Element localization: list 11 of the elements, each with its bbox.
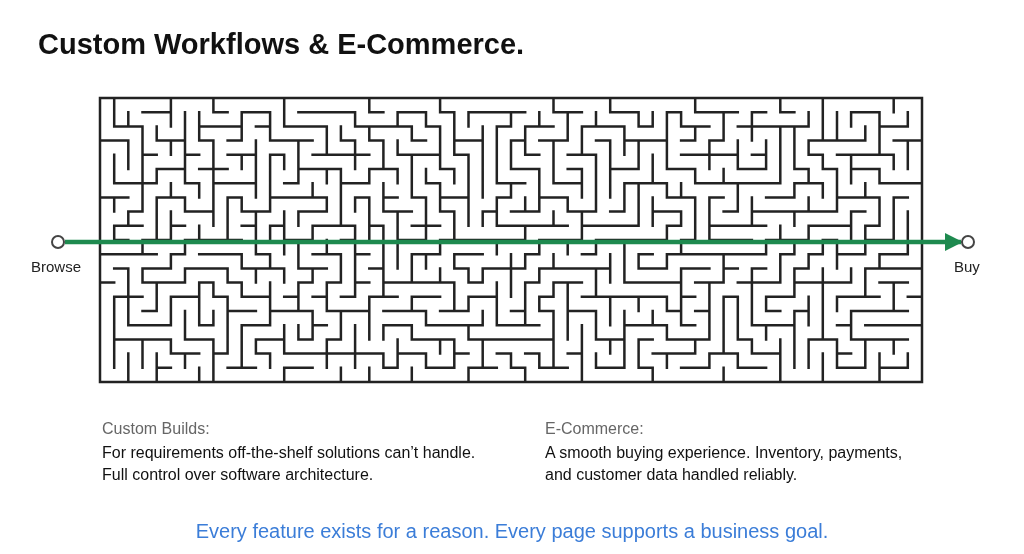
title: Custom Workflows & E-Commerce. [38,28,525,61]
arrow [65,233,963,251]
endpoint-circle [961,235,975,249]
description: For requirements off-the-shelf solutions can’t handle. Full control over software architecture. [102,443,477,485]
endpoint-circle [51,235,65,249]
endpoint-label: Browse [31,258,82,275]
endpoint-label: Buy [954,258,980,275]
section-heading: Custom Builds: [102,420,210,438]
section-heading: E-Commerce: [545,420,644,438]
description: A smooth buying experience. Inventory, payments, and customer data handled reliably. [545,443,904,485]
caption: Every feature exists for a reason. Every page supports a business goal. [194,520,830,543]
